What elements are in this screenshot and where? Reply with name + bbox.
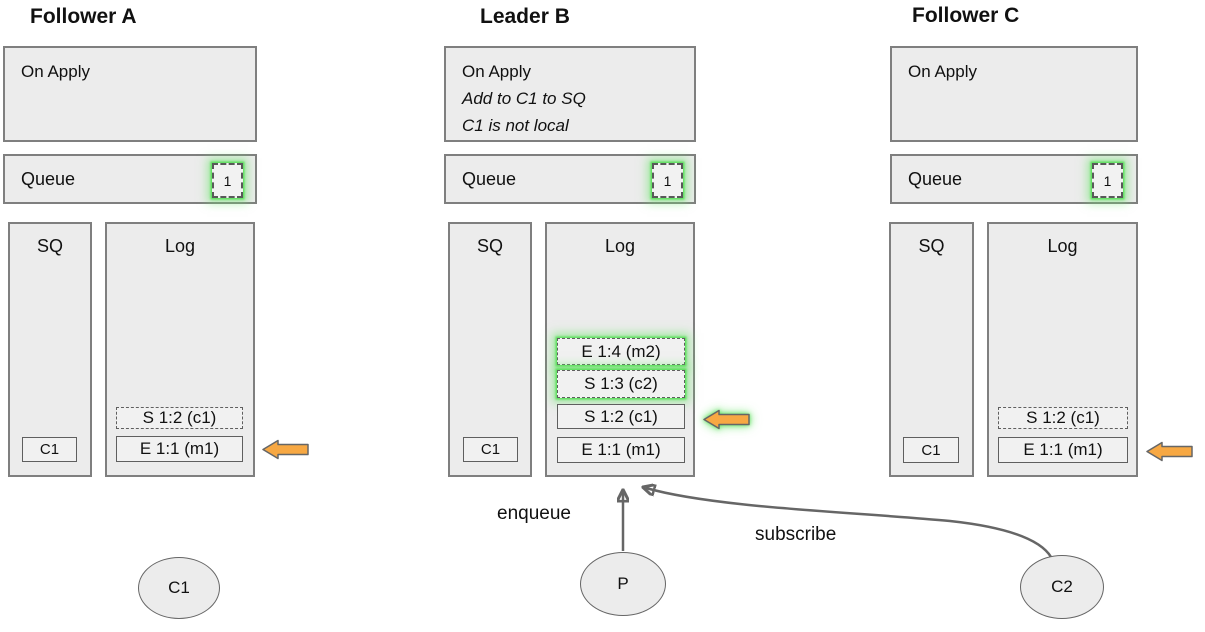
follower-a-log-box: Log S 1:2 (c1) E 1:1 (m1) (105, 222, 255, 477)
leader-b-on-apply-box: On Apply Add to C1 to SQ C1 is not local (444, 46, 696, 142)
queue-label: Queue (908, 169, 963, 189)
queue-label: Queue (21, 169, 76, 189)
sq-item: C1 (903, 437, 959, 463)
log-entry: E 1:1 (m1) (116, 436, 243, 462)
leader-b-title: Leader B (480, 5, 570, 28)
client-c2-node: C2 (1020, 555, 1104, 619)
queue-count-badge: 1 (212, 163, 243, 198)
on-apply-note: C1 is not local (462, 116, 569, 135)
sq-label: SQ (476, 236, 503, 256)
log-label: Log (164, 236, 196, 256)
follower-c-on-apply-box: On Apply (890, 46, 1138, 142)
follower-c-sq-box: SQ C1 (889, 222, 974, 477)
log-entry: S 1:2 (c1) (998, 407, 1128, 429)
follower-a-sq-box: SQ C1 (8, 222, 92, 477)
log-pointer-arrow-icon (1146, 441, 1193, 462)
follower-a-queue-box: Queue 1 (3, 154, 257, 204)
sq-item: C1 (22, 437, 77, 462)
queue-count-badge: 1 (1092, 163, 1123, 198)
follower-c-queue-box: Queue 1 (890, 154, 1138, 204)
client-c1-node: C1 (138, 557, 220, 619)
on-apply-label: On Apply (21, 62, 90, 81)
leader-b-queue-box: Queue 1 (444, 154, 696, 204)
log-pointer-arrow-icon (262, 439, 309, 460)
sq-label: SQ (36, 236, 63, 256)
follower-c-title: Follower C (912, 4, 1020, 27)
log-entry: E 1:4 (m2) (557, 338, 685, 365)
queue-label: Queue (462, 169, 517, 189)
log-entry: S 1:2 (c1) (116, 407, 243, 429)
enqueue-label: enqueue (497, 503, 571, 524)
on-apply-label: On Apply (462, 62, 531, 81)
on-apply-note: Add to C1 to SQ (462, 89, 586, 108)
producer-p-node: P (580, 552, 666, 616)
queue-count-badge: 1 (652, 163, 683, 198)
follower-a-on-apply-box: On Apply (3, 46, 257, 142)
leader-b-sq-box: SQ C1 (448, 222, 532, 477)
sq-label: SQ (918, 236, 945, 256)
log-entry: S 1:3 (c2) (557, 370, 685, 398)
log-entry: S 1:2 (c1) (557, 404, 685, 429)
follower-a-title: Follower A (30, 5, 137, 28)
log-label: Log (604, 236, 636, 256)
subscribe-label: subscribe (755, 524, 837, 545)
log-pointer-arrow-icon (703, 409, 750, 430)
log-entry: E 1:1 (m1) (557, 437, 685, 463)
log-label: Log (1047, 236, 1078, 256)
subscribe-arrow (646, 488, 1053, 558)
follower-c-log-box: Log S 1:2 (c1) E 1:1 (m1) (987, 222, 1138, 477)
log-entry: E 1:1 (m1) (998, 437, 1128, 463)
on-apply-label: On Apply (908, 62, 977, 81)
sq-item: C1 (463, 437, 518, 462)
leader-b-log-box: Log E 1:4 (m2) S 1:3 (c2) S 1:2 (c1) E 1… (545, 222, 695, 477)
